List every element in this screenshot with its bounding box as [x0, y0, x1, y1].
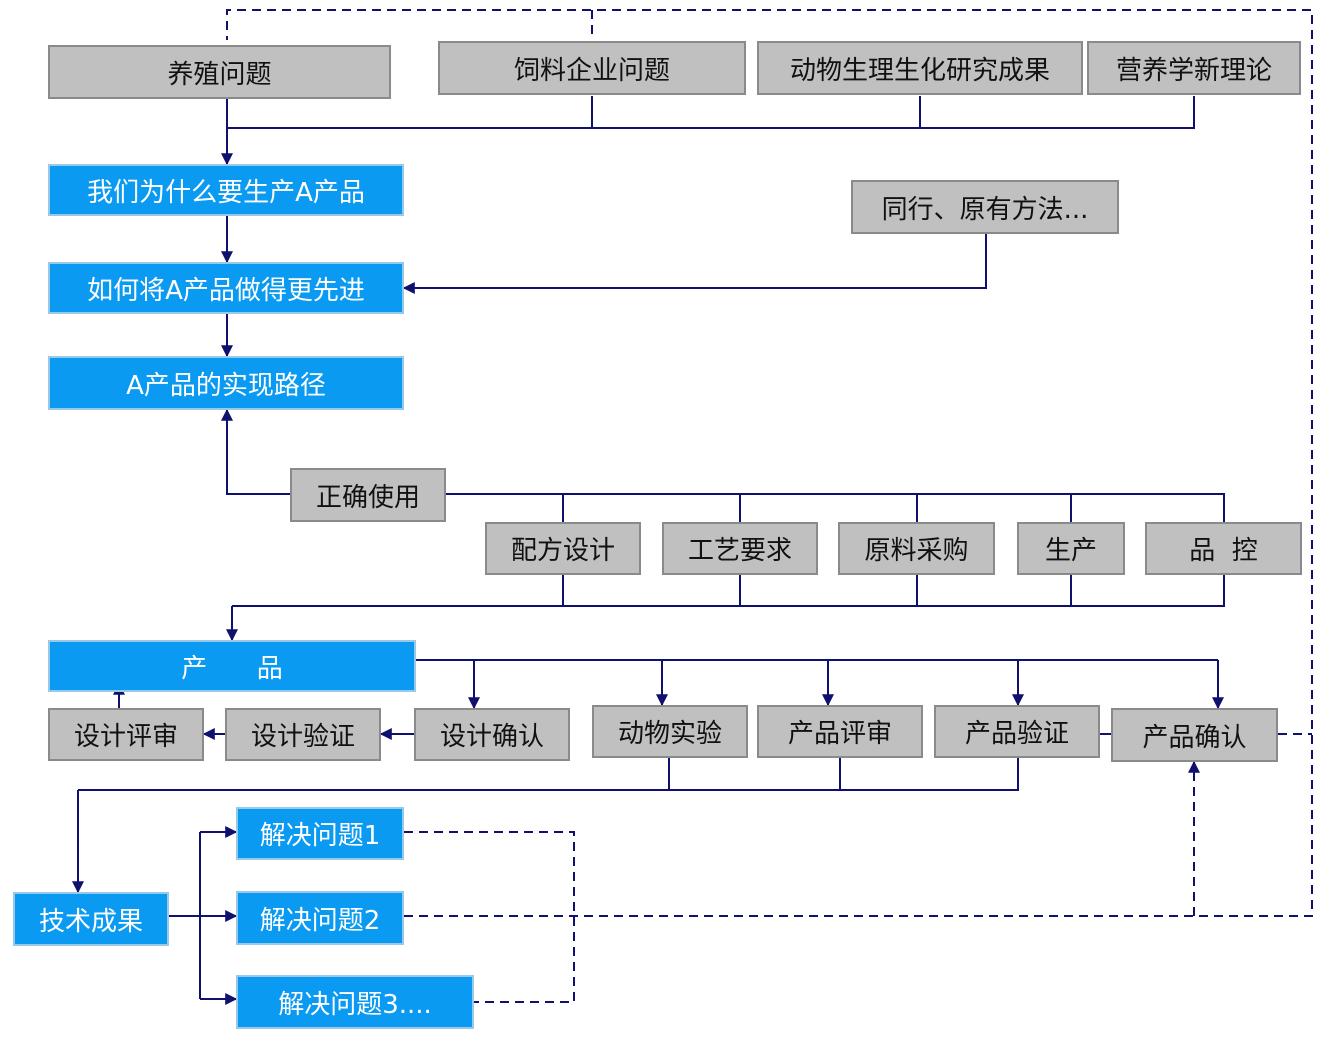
node-product-confirmation: 产品确认	[1111, 708, 1278, 762]
node-peers-methods: 同行、原有方法...	[851, 180, 1119, 234]
node-solve-problem-1: 解决问题1	[236, 807, 404, 860]
node-correct-use: 正确使用	[290, 468, 446, 522]
node-make-advanced: 如何将A产品做得更先进	[48, 262, 404, 314]
node-design-review: 设计评审	[48, 708, 204, 761]
node-formula-design: 配方设计	[485, 522, 641, 575]
node-breeding-problem: 养殖问题	[48, 45, 391, 99]
node-nutrition-theory: 营养学新理论	[1087, 41, 1301, 95]
connector-use-to-activities	[445, 493, 1225, 522]
node-design-confirmation: 设计确认	[414, 708, 570, 761]
node-animal-research: 动物生理生化研究成果	[757, 41, 1083, 95]
arrow-use-to-path	[221, 408, 290, 495]
node-solve-problem-2: 解决问题2	[236, 891, 404, 945]
node-tech-result: 技术成果	[13, 892, 169, 946]
node-product-review: 产品评审	[757, 705, 923, 758]
connector-sources-to-why	[226, 96, 1195, 129]
connector-tests-merge	[78, 757, 1019, 791]
node-product-verification: 产品验证	[934, 705, 1100, 758]
node-production: 生产	[1017, 522, 1125, 575]
connector-tech-fanout	[168, 832, 201, 999]
node-quality-control: 品 控	[1145, 522, 1302, 575]
node-process-requirements: 工艺要求	[662, 522, 818, 575]
node-feed-company-problem: 饲料企业问题	[438, 41, 746, 95]
dashed-solve2-right	[226, 9, 1313, 917]
node-why-produce: 我们为什么要生产A产品	[48, 164, 404, 216]
node-animal-experiment: 动物实验	[592, 705, 748, 758]
node-implementation-path: A产品的实现路径	[48, 356, 404, 410]
arrow-peers-to-advance	[402, 233, 987, 294]
node-product: 产 品	[48, 640, 416, 692]
node-raw-material-purchase: 原料采购	[838, 522, 995, 575]
node-solve-problem-3: 解决问题3....	[236, 975, 474, 1029]
connector-activities-merge	[232, 574, 1225, 607]
node-design-verification: 设计验证	[225, 708, 381, 761]
